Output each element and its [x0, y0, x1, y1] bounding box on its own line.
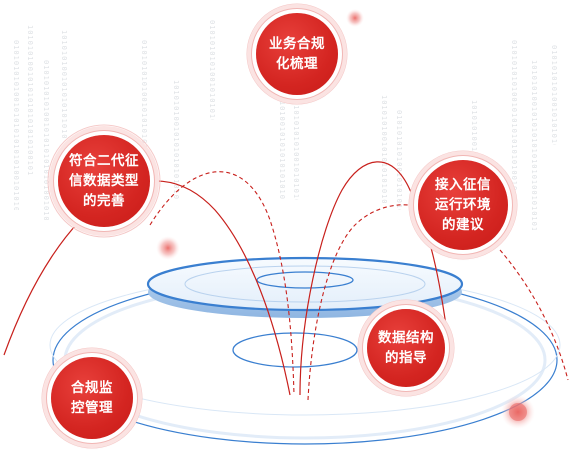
- glow-dot: [346, 9, 364, 27]
- node-data-type-completion: 符合二代征 信数据类型 的完善: [58, 135, 150, 227]
- platform-center-ring: [256, 271, 354, 289]
- inner-lower-ring: [232, 332, 358, 368]
- node-label: 业务合规 化梳理: [269, 36, 325, 72]
- node-halo: [246, 3, 348, 105]
- binary-column: 1010101001010101010101010010101010101010…: [380, 95, 388, 205]
- binary-column: 1010101001010101010101010010101010101010…: [530, 60, 538, 230]
- platform-rim: [146, 256, 464, 312]
- binary-column: 1010101001010101010101010010101010101010…: [26, 25, 34, 175]
- node-halo: [408, 150, 518, 260]
- binary-column: 0101010101001010101010101001010101010101…: [42, 60, 50, 220]
- node-compliance-monitoring: 合规监 控管理: [51, 357, 133, 439]
- binary-column: 0101010101001010101010101001010101010101…: [208, 20, 216, 120]
- curve-dashed-left: [149, 171, 295, 396]
- node-label: 符合二代征 信数据类型 的完善: [69, 153, 139, 209]
- node-halo: [47, 124, 161, 238]
- binary-column: 1010101001010101010101010010101010101010…: [278, 80, 286, 200]
- binary-column: 0101010101001010101010101001010101010101…: [550, 45, 558, 145]
- curve-left-long: [3, 180, 291, 396]
- binary-column: 0101010101001010101010101001010101010101…: [395, 110, 403, 210]
- node-compliance-sorting: 业务合规 化梳理: [256, 13, 338, 95]
- node-access-env-advice: 接入征信 运行环境 的建议: [418, 160, 508, 250]
- node-label: 数据结构 的指导: [378, 330, 434, 366]
- glow-dot: [509, 403, 527, 421]
- curve-dashed-right: [499, 249, 569, 381]
- curve-dashed-center: [307, 204, 431, 401]
- binary-column: 0101010101001010101010101001010101010101…: [12, 40, 20, 210]
- binary-column: 1010101001010101010101010010101010101010…: [172, 80, 180, 200]
- platform-inner-ring: [184, 265, 426, 303]
- curve-center-rise: [299, 161, 449, 396]
- node-halo: [41, 347, 143, 449]
- binary-column: 1010101001010101010101010010101010101010…: [470, 100, 478, 180]
- binary-column: 0101010101001010101010101001010101010101…: [292, 100, 300, 200]
- glow-dot: [156, 236, 180, 260]
- node-label: 合规监 控管理: [71, 380, 113, 416]
- binary-column: 1010101001010101010101010010101010101010…: [60, 30, 68, 140]
- node-halo: [357, 299, 455, 397]
- binary-column: 0101010101001010101010101001010101010101…: [510, 40, 518, 190]
- binary-column: 0101010101001010101010101001010101010101…: [140, 40, 148, 180]
- node-label: 接入征信 运行环境 的建议: [435, 177, 491, 233]
- node-data-structure-guide: 数据结构 的指导: [367, 309, 445, 387]
